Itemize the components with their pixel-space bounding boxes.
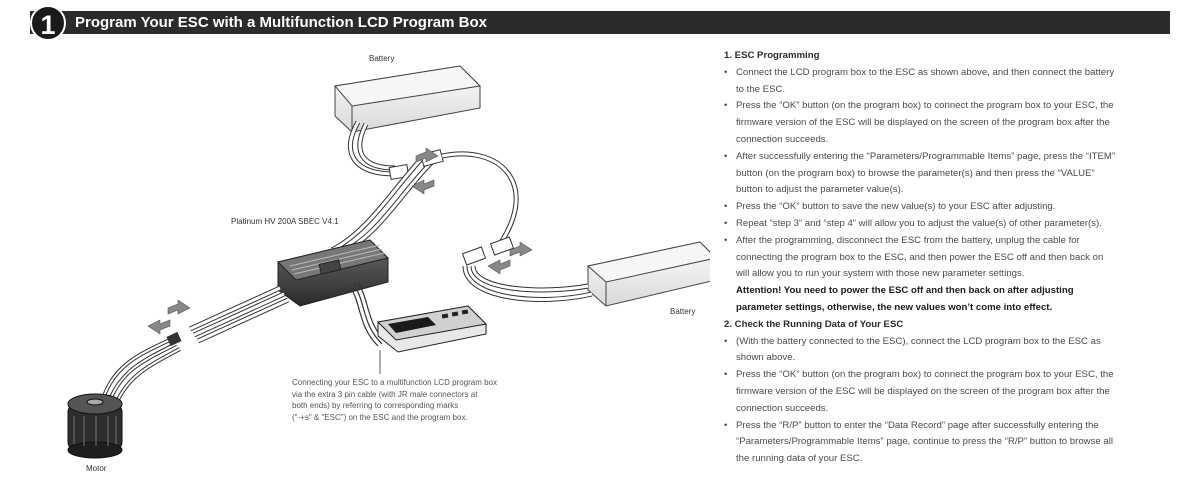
list-item-line: shown above. (736, 352, 796, 364)
battery-right-label: Battery (670, 307, 696, 316)
battery-right (586, 241, 718, 307)
list-item-line: Press the “OK” button (on the program bo… (736, 369, 1114, 381)
list-item-line: the running data of your ESC. (736, 453, 863, 465)
list-item-line: “Parameters/Programmable Items” page, co… (736, 436, 1113, 448)
list-item: Repeat “step 3” and “step 4” will allow … (724, 216, 1170, 233)
caption-line: both ends) by referring to corresponding… (292, 401, 459, 411)
list-item: (With the battery connected to the ESC),… (724, 334, 1170, 368)
caption-line: ("-+s" & "ESC") on the ESC and the progr… (292, 413, 468, 423)
list-item-line: button to adjust the parameter value(s). (736, 184, 904, 196)
list-item-line: will allow you to run your system with t… (736, 268, 1025, 280)
section-header-bar (30, 11, 1170, 34)
list-item-line: Press the “R/P” button to enter the “Dat… (736, 419, 1099, 431)
list-item-line: firmware version of the ESC will be disp… (736, 385, 1110, 397)
section-heading-running-data: 2. Check the Running Data of Your ESC (724, 318, 904, 330)
section-title: Program Your ESC with a Multifunction LC… (75, 14, 487, 31)
caption-line: via the extra 3 pin cable (with JR male … (292, 389, 478, 399)
list-item: After successfully entering the “Paramet… (724, 149, 1170, 199)
esc-unit (277, 239, 389, 307)
list-item-line: Connect the LCD program box to the ESC a… (736, 66, 1115, 78)
lcd-program-box (376, 305, 488, 353)
list-item-line: to the ESC. (736, 83, 786, 95)
list-item: Press the “OK” button to save the new va… (724, 199, 1170, 216)
battery-top-label: Battery (369, 54, 395, 63)
list-item-line: Repeat “step 3” and “step 4” will allow … (736, 217, 1102, 229)
attention-line: parameter settings, otherwise, the new v… (736, 301, 1053, 313)
list-item-line: connection succeeds. (736, 133, 829, 145)
list-item-line: connecting the program box to the ESC, a… (736, 251, 1104, 263)
list-item-line: (With the battery connected to the ESC),… (736, 335, 1101, 347)
instructions-column: 1. ESC Programming Connect the LCD progr… (724, 48, 1170, 468)
attention-note: Attention! You need to power the ESC off… (724, 283, 1170, 317)
list-item-line: After successfully entering the “Paramet… (736, 150, 1116, 162)
list-item-line: connection succeeds. (736, 402, 829, 414)
section-heading-esc-programming: 1. ESC Programming (724, 50, 820, 61)
list-item-line: After the programming, disconnect the ES… (736, 234, 1080, 246)
list-item-line: firmware version of the ESC will be disp… (736, 117, 1110, 129)
list-item: After the programming, disconnect the ES… (724, 233, 1170, 283)
esc-model-label: Platinum HV 200A SBEC V4.1 (231, 217, 339, 226)
motor-label: Motor (86, 464, 107, 473)
list-item: Press the “OK” button (on the program bo… (724, 98, 1170, 148)
motor (67, 393, 123, 459)
wiring-diagram-illustration (67, 65, 718, 459)
battery-top (334, 65, 482, 133)
list-item: Press the “R/P” button to enter the “Dat… (724, 418, 1170, 468)
list-item-line: button (on the program box) to browse th… (736, 167, 1095, 179)
diagram-caption: Connecting your ESC to a multifunction L… (292, 377, 532, 424)
list-item: Press the “OK” button (on the program bo… (724, 367, 1170, 417)
step-number-badge: 1 (30, 5, 66, 41)
attention-line: Attention! You need to power the ESC off… (736, 285, 1074, 297)
caption-line: Connecting your ESC to a multifunction L… (292, 378, 497, 387)
list-item-line: Press the “OK” button to save the new va… (736, 201, 1056, 213)
wiring-diagram: Battery Battery Platinum HV 200A SBEC V4… (40, 44, 718, 478)
list-item: Connect the LCD program box to the ESC a… (724, 65, 1170, 99)
list-item-line: Press the “OK” button (on the program bo… (736, 100, 1114, 112)
